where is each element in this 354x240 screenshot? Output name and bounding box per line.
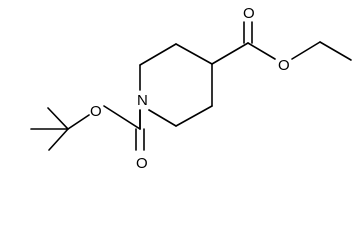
bond-ester-c-o	[247, 42, 276, 60]
atom-label-n: N	[137, 92, 148, 109]
bond-c2-c3	[139, 43, 177, 66]
atom-label-ester-carbonyl-o: O	[243, 5, 255, 22]
chemical-structure-diagram: N O O O O	[30, 5, 352, 172]
bond-tbu-methyl-up	[47, 107, 69, 130]
bond-ester-o-ch2	[291, 41, 321, 60]
bond-c5-c6	[175, 105, 213, 127]
bond-boc-c	[103, 105, 141, 130]
structure-canvas: N O O O O	[30, 5, 352, 172]
bond-tbu-methyl-down	[48, 128, 69, 151]
atom-label-boc-carbonyl-o: O	[136, 155, 148, 172]
atom-label-boc-single-o: O	[90, 103, 102, 120]
bond-c4-ester-carbon	[211, 42, 249, 65]
bond-ch2-ch3	[319, 41, 352, 61]
atom-label-ester-single-o: O	[278, 57, 290, 74]
bond-c3-c4	[175, 43, 213, 65]
bond-c6-n	[148, 109, 177, 127]
bond-boc-o-tbu	[67, 114, 90, 130]
